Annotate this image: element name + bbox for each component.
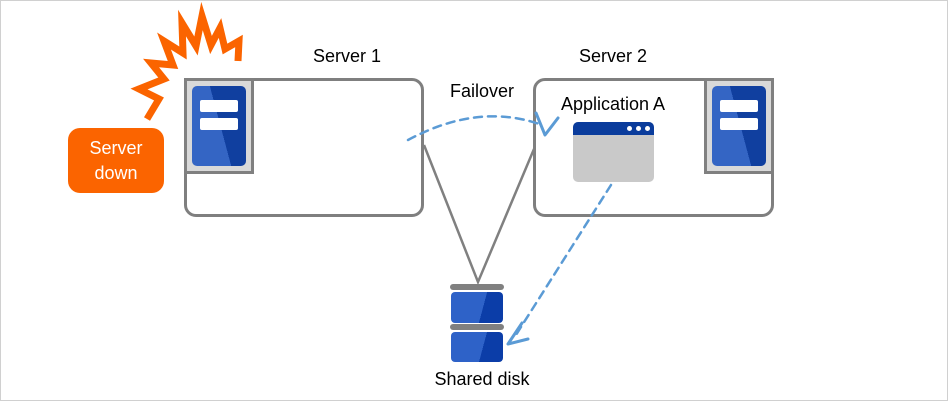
server1-title: Server 1 (312, 46, 382, 66)
window-dot (636, 126, 641, 131)
server-down-badge: Server down (68, 128, 164, 193)
window-titlebar (573, 122, 654, 135)
storage-connector-lines (422, 144, 536, 286)
disk-unit (451, 292, 503, 323)
server-tower (192, 86, 246, 166)
server1-server-icon (184, 78, 254, 174)
application-title: Application A (560, 94, 666, 114)
server-down-label: Server down (89, 138, 143, 183)
server2-server-icon (704, 78, 774, 174)
disk-platter (450, 324, 504, 330)
server-slot (720, 118, 758, 130)
disk-unit (451, 332, 503, 362)
failover-arrow (406, 115, 544, 142)
failover-title: Failover (449, 81, 515, 101)
application-window-icon (573, 122, 654, 182)
shared-disk-icon (450, 284, 504, 362)
shared-disk-title: Shared disk (434, 369, 530, 389)
server-slot (200, 118, 238, 130)
server2-title: Server 2 (578, 46, 648, 66)
server-slot (720, 100, 758, 112)
window-dot (645, 126, 650, 131)
server-slot (200, 100, 238, 112)
disk-platter (450, 284, 504, 290)
app-to-disk-arrowhead-icon (506, 321, 530, 346)
server-tower (712, 86, 766, 166)
window-dot (627, 126, 632, 131)
